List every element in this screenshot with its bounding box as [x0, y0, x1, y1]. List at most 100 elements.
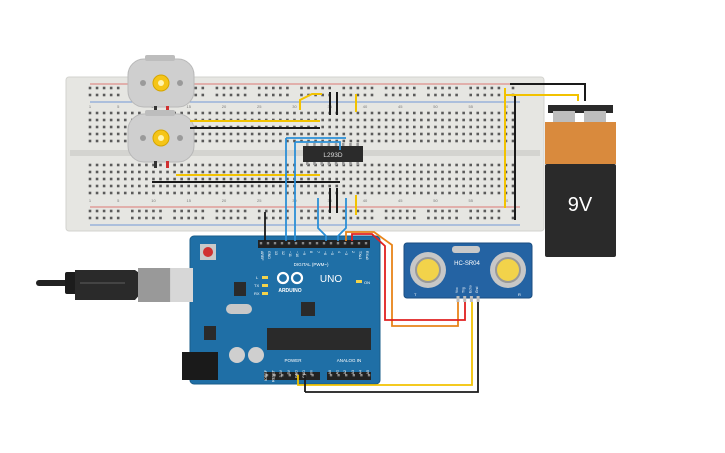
breadboard-hole — [328, 177, 331, 181]
breadboard-hole — [88, 177, 92, 181]
power-jack — [182, 352, 218, 380]
breadboard-hole — [307, 177, 310, 181]
dc-motor-1[interactable] — [127, 55, 195, 113]
breadboard-hole — [293, 111, 296, 115]
l293d-chip[interactable]: L293D — [303, 143, 363, 165]
breadboard-rail-hole — [363, 86, 367, 90]
header-pin[interactable] — [281, 374, 284, 377]
breadboard-rail-hole — [307, 216, 310, 220]
header-pin[interactable] — [337, 374, 340, 377]
breadboard-hole — [427, 125, 430, 129]
sensor-pin[interactable] — [476, 296, 480, 302]
header-pin[interactable] — [288, 374, 291, 377]
breadboard-hole — [342, 118, 346, 122]
breadboard-hole — [384, 177, 388, 181]
breadboard-hole — [222, 111, 226, 115]
header-pin[interactable] — [350, 242, 354, 245]
breadboard-hole — [363, 118, 367, 122]
breadboard-rail-hole — [272, 216, 275, 220]
breadboard-hole — [441, 125, 444, 129]
breadboard-hole — [483, 111, 487, 115]
usb-cable[interactable] — [36, 268, 192, 302]
header-pin[interactable] — [322, 242, 326, 245]
sensor-pin[interactable] — [463, 296, 467, 302]
arduino-uno-board[interactable]: L TX RX ON ARDUINO UNO DIGITAL (PWM~) PO… — [171, 235, 381, 385]
breadboard-hole — [377, 125, 381, 129]
breadboard-rail-hole — [398, 216, 402, 220]
breadboard-hole — [370, 118, 374, 122]
header-pin[interactable] — [294, 242, 298, 245]
breadboard-hole — [166, 191, 169, 195]
breadboard-hole — [180, 170, 183, 174]
breadboard-rail-hole — [264, 93, 268, 97]
breadboard-hole — [490, 125, 494, 129]
breadboard-rail-hole — [109, 209, 113, 213]
reset-button[interactable] — [203, 247, 213, 257]
breadboard-hole — [469, 111, 472, 115]
breadboard-hole — [398, 177, 402, 181]
breadboard-top-number: 30 — [292, 104, 297, 109]
breadboard-hole — [398, 170, 402, 174]
pin-label: GND — [294, 370, 298, 378]
breadboard-bottom-number: 15 — [186, 198, 191, 203]
breadboard-hole — [279, 132, 282, 136]
breadboard-hole — [109, 139, 113, 143]
header-pin[interactable] — [280, 242, 284, 245]
header-pin[interactable] — [336, 242, 340, 245]
header-pin[interactable] — [308, 242, 312, 245]
header-pin[interactable] — [273, 242, 277, 245]
breadboard-hole — [145, 170, 148, 174]
header-pin[interactable] — [315, 242, 319, 245]
breadboard-hole — [286, 170, 289, 174]
header-pin[interactable] — [265, 374, 269, 377]
header-pin[interactable] — [266, 242, 270, 245]
header-pin[interactable] — [287, 242, 291, 245]
breadboard-hole — [123, 111, 127, 115]
breadboard-rail-hole — [363, 216, 367, 220]
header-pin[interactable] — [367, 374, 371, 377]
header-pin[interactable] — [311, 374, 314, 377]
breadboard-hole — [307, 111, 310, 115]
breadboard-hole — [102, 132, 106, 136]
breadboard-hole — [511, 177, 515, 181]
sensor-pin[interactable] — [469, 296, 473, 302]
header-pin[interactable] — [273, 374, 276, 377]
battery-9v[interactable]: 9V — [545, 105, 616, 257]
breadboard-rail-hole — [194, 86, 198, 90]
header-pin[interactable] — [352, 374, 355, 377]
header-pin[interactable] — [329, 242, 333, 245]
breadboard-rail-hole — [427, 93, 430, 97]
breadboard-rail-hole — [152, 216, 155, 220]
header-pin[interactable] — [357, 242, 361, 245]
breadboard-hole — [349, 132, 353, 136]
breadboard-hole — [413, 125, 416, 129]
header-pin[interactable] — [301, 242, 305, 245]
pin-label: 13 — [274, 251, 278, 255]
sensor-pin[interactable] — [456, 296, 460, 302]
header-pin[interactable] — [329, 374, 333, 377]
breadboard-rail-hole — [286, 216, 289, 220]
header-pin[interactable] — [345, 374, 348, 377]
breadboard-rail-hole — [398, 209, 402, 213]
header-pin[interactable] — [259, 242, 263, 245]
breadboard-hole — [229, 111, 233, 115]
ic-pin — [313, 162, 316, 165]
header-pin[interactable] — [343, 242, 347, 245]
breadboard-hole — [441, 170, 444, 174]
breadboard-hole — [349, 118, 353, 122]
breadboard-hole — [405, 177, 409, 181]
breadboard-hole — [321, 118, 324, 122]
breadboard-hole — [116, 177, 120, 181]
breadboard-hole — [264, 177, 268, 181]
breadboard-hole — [384, 132, 388, 136]
breadboard-hole — [356, 191, 360, 195]
breadboard-hole — [201, 170, 205, 174]
header-pin[interactable] — [360, 374, 363, 377]
dc-motor-2[interactable] — [127, 110, 195, 168]
header-pin[interactable] — [364, 242, 368, 245]
breadboard-rail-hole — [497, 209, 501, 213]
breadboard-hole — [215, 132, 219, 136]
breadboard-hole — [342, 132, 346, 136]
breadboard-hole — [462, 118, 465, 122]
